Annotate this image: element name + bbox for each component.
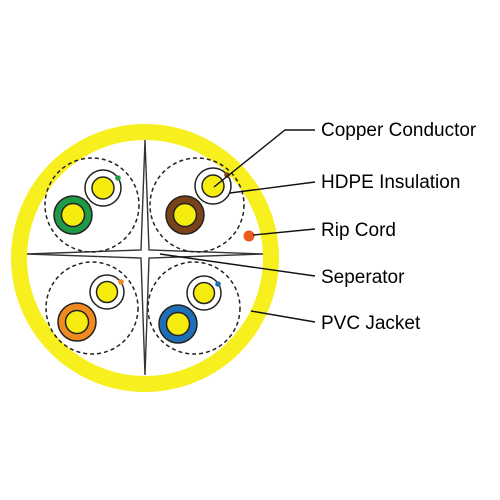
leader-rip-cord bbox=[252, 228, 316, 236]
pair-bottom-right-blue bbox=[147, 261, 241, 355]
label-separator: Seperator bbox=[321, 267, 405, 288]
white-wire-conductor bbox=[95, 280, 119, 304]
label-hdpe-insulation: HDPE Insulation bbox=[321, 172, 460, 193]
leader-hdpe-insulation bbox=[229, 181, 316, 194]
pair-boundary bbox=[45, 261, 139, 355]
white-wire-stripe bbox=[215, 281, 221, 287]
pair-top-left-green bbox=[44, 157, 140, 253]
cross-separator bbox=[26, 139, 264, 376]
pair-boundary bbox=[149, 157, 245, 253]
label-rip-cord: Rip Cord bbox=[321, 220, 396, 241]
label-pvc-jacket: PVC Jacket bbox=[321, 313, 421, 334]
leader-lines bbox=[159, 129, 316, 323]
white-wire-stripe bbox=[115, 175, 121, 181]
white-wire-conductor bbox=[192, 281, 216, 305]
pair-boundary bbox=[44, 157, 140, 253]
leader-copper-conductor bbox=[213, 129, 315, 188]
leader-separator bbox=[159, 253, 316, 277]
pair-top-right-brown bbox=[149, 157, 245, 253]
pair-boundary bbox=[147, 261, 241, 355]
colored-wire-conductor bbox=[64, 309, 90, 335]
pair-bottom-left-orange bbox=[45, 261, 139, 355]
white-wire-conductor bbox=[91, 176, 115, 200]
label-copper-conductor: Copper Conductor bbox=[321, 120, 477, 141]
colored-wire-conductor bbox=[165, 311, 191, 337]
white-wire-conductor bbox=[201, 174, 225, 198]
colored-wire-conductor bbox=[172, 202, 198, 228]
colored-wire-conductor bbox=[60, 202, 86, 228]
white-wire-stripe bbox=[224, 172, 230, 178]
rip-cord bbox=[243, 230, 255, 242]
white-wire-stripe bbox=[118, 279, 124, 285]
leader-pvc-jacket bbox=[250, 310, 316, 323]
